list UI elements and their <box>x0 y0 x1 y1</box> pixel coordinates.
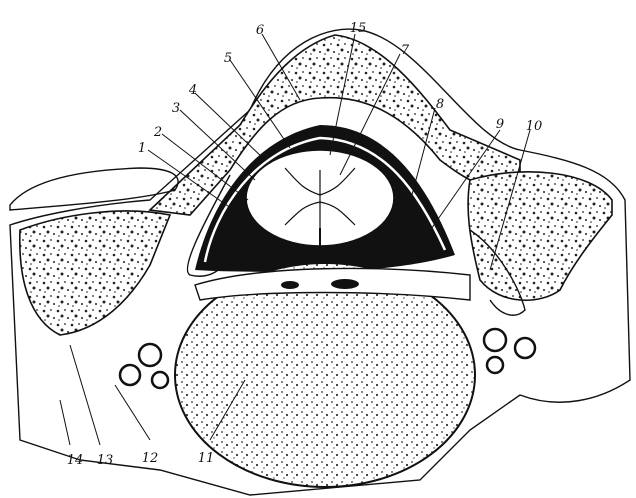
label-11: 11 <box>198 451 215 466</box>
outer-tissue <box>9 28 631 496</box>
label-8: 8 <box>436 97 444 112</box>
dura-mater <box>203 136 447 263</box>
label-4: 4 <box>188 83 197 98</box>
label-13: 13 <box>97 453 114 468</box>
right-vessels <box>482 327 537 375</box>
label-15: 15 <box>350 21 367 36</box>
label-1: 1 <box>138 141 146 156</box>
label-2: 2 <box>153 125 162 140</box>
label-6: 6 <box>256 23 264 38</box>
figure-labels: 1 2 3 4 5 6 15 7 8 9 10 11 12 13 14 <box>67 21 543 468</box>
left-vessels <box>118 342 170 390</box>
label-5: 5 <box>224 51 232 66</box>
vertebral-body <box>174 262 476 488</box>
label-3: 3 <box>172 101 180 116</box>
label-9: 9 <box>496 117 504 132</box>
left-nerve-root <box>186 174 236 277</box>
right-nerve-root <box>469 229 526 316</box>
leader-lines <box>59 33 531 446</box>
label-7: 7 <box>401 43 410 58</box>
grey-matter <box>284 167 356 228</box>
left-facet <box>9 167 179 211</box>
label-14: 14 <box>67 453 84 468</box>
label-10: 10 <box>526 119 543 134</box>
right-transverse-process <box>467 171 613 301</box>
left-transverse-process <box>18 210 172 336</box>
label-12: 12 <box>142 451 159 466</box>
